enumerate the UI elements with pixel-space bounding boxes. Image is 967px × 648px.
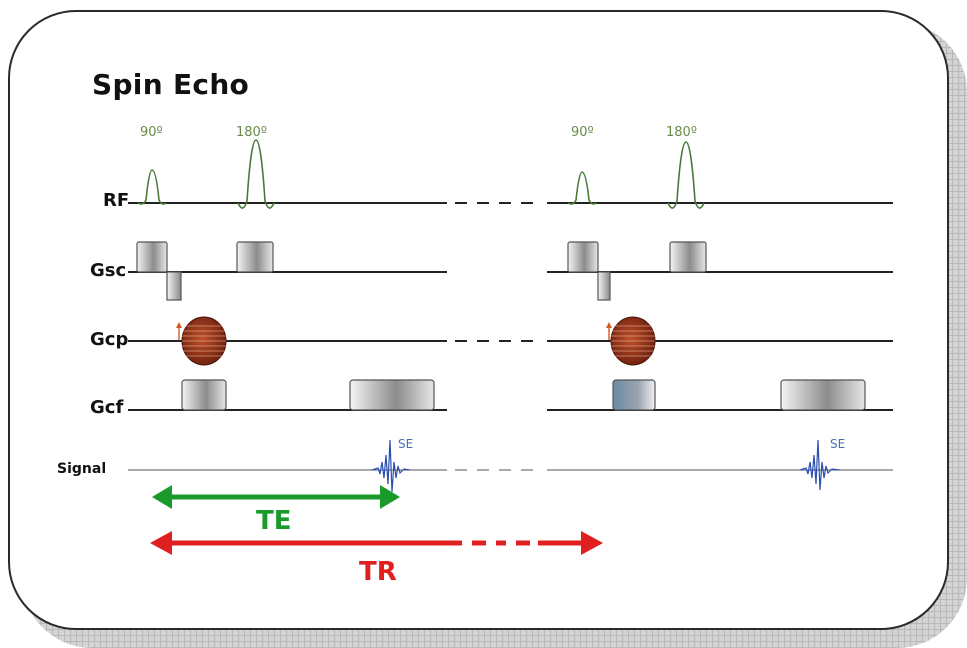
gcp-phase-encoding (176, 316, 656, 366)
gsc-90-lobe-first (136, 241, 168, 273)
rf-180-pulse-second (667, 141, 705, 209)
tr-arrowhead-right (581, 531, 603, 555)
pulse-label-90-second: 90º (571, 125, 594, 140)
row-label-gsc: Gsc (90, 260, 127, 281)
gsc-90-lobe-second (567, 241, 599, 273)
rf-90-pulse-second (567, 171, 597, 205)
row-label-gcp: Gcp (90, 329, 129, 350)
te-arrowhead-left (152, 485, 172, 509)
diagram-card (8, 10, 949, 630)
signal-echoes (371, 439, 841, 493)
gcf-gradients (181, 379, 866, 411)
gsc-rephase-lobe-second (597, 271, 611, 301)
row-label-gcf: Gcf (90, 397, 124, 418)
gcf-readout-lobe-first (349, 379, 435, 411)
se-label-first: SE (398, 437, 413, 451)
time-gap-dashes (455, 202, 540, 471)
te-arrow (152, 485, 400, 509)
rf-90-pulse-first (137, 169, 167, 205)
tr-arrow (150, 531, 603, 555)
gsc-180-lobe-second (669, 241, 707, 273)
phase-encode-table-second (606, 316, 656, 366)
spin-echo-first (371, 439, 411, 493)
phase-encode-table-first (176, 316, 227, 366)
diagram-title: Spin Echo (92, 68, 250, 101)
pulse-label-180-second: 180º (666, 125, 697, 140)
te-arrowhead-right (380, 485, 400, 509)
row-label-signal: Signal (57, 461, 107, 477)
rf-180-pulse-first (237, 139, 275, 209)
row-label-rf: RF (103, 190, 130, 211)
tr-arrowhead-left (150, 531, 172, 555)
tr-label: TR (359, 557, 397, 587)
gcf-dephase-lobe-first (181, 379, 227, 411)
gsc-180-lobe-first (236, 241, 274, 273)
rf-pulses (137, 139, 705, 209)
te-label: TE (256, 506, 292, 536)
gsc-gradients (136, 241, 707, 301)
gcf-readout-lobe-second (780, 379, 866, 411)
pulse-label-90-first: 90º (140, 125, 163, 140)
gcf-dephase-lobe-second (612, 379, 656, 411)
se-label-second: SE (830, 437, 845, 451)
pulse-label-180-first: 180º (236, 125, 267, 140)
spin-echo-second (799, 439, 841, 491)
gsc-rephase-lobe-first (166, 271, 182, 301)
